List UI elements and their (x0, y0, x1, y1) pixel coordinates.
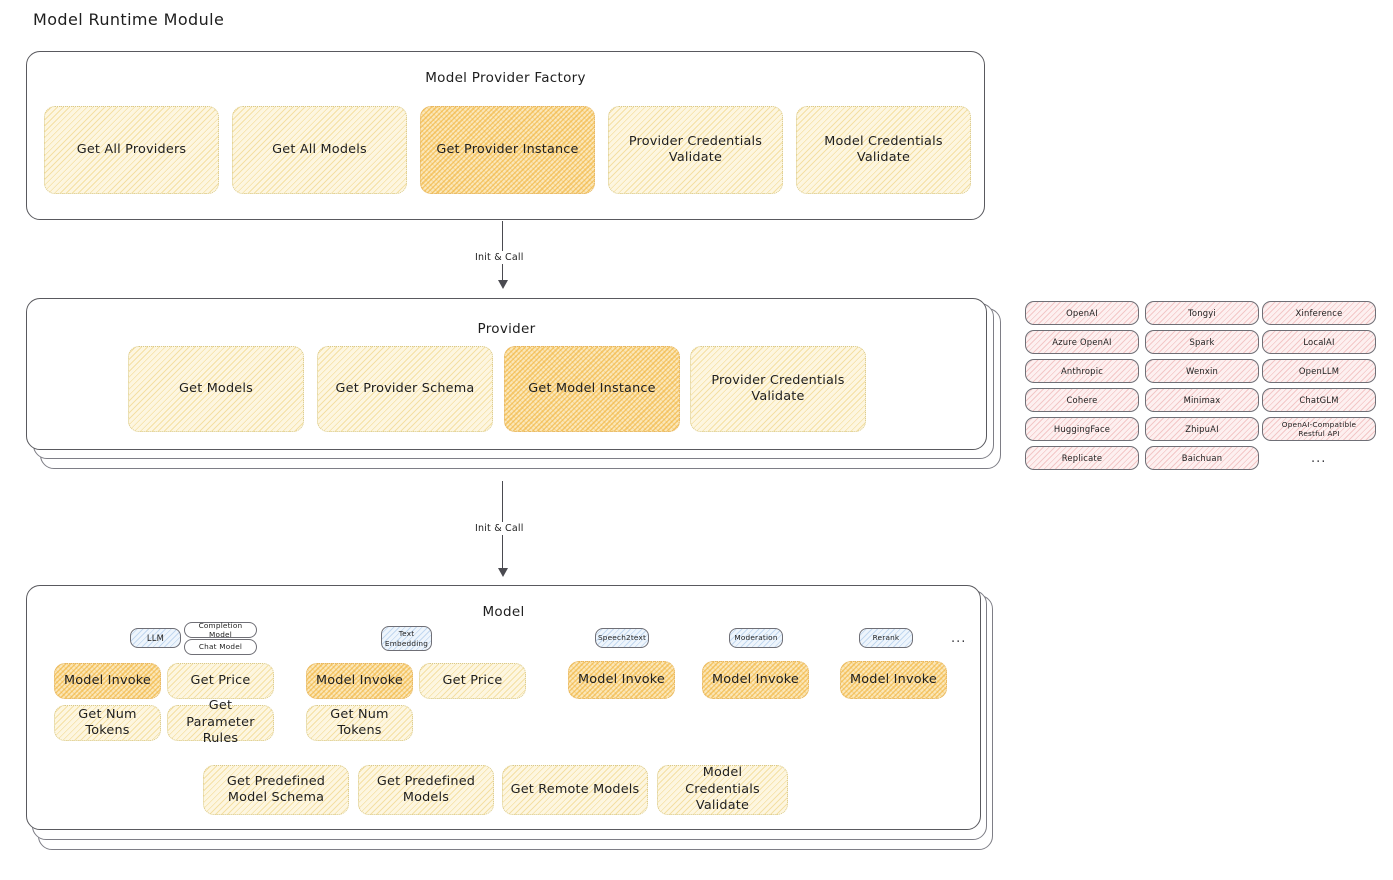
provider-tag-huggingface[interactable]: HuggingFace (1025, 417, 1139, 441)
model-sub-badge-completion-model[interactable]: Completion Model (184, 621, 257, 639)
provider-tag-cohere[interactable]: Cohere (1025, 388, 1139, 412)
model-method-text-embedding-get-num-tokens[interactable]: Get Num Tokens (306, 705, 413, 741)
arrow-factory-to-provider-head (498, 280, 508, 289)
provider-tag-localai[interactable]: LocalAI (1262, 330, 1376, 354)
provider-tag-spark[interactable]: Spark (1145, 330, 1259, 354)
factory-node-model-credentials-validate[interactable]: Model Credentials Validate (796, 106, 971, 194)
model-method-llm-get-num-tokens[interactable]: Get Num Tokens (54, 705, 161, 741)
provider-tag-openai[interactable]: OpenAI (1025, 301, 1139, 325)
factory-node-get-all-providers[interactable]: Get All Providers (44, 106, 219, 194)
model-sub-badge-chat-model[interactable]: Chat Model (184, 639, 257, 655)
provider-tag-minimax[interactable]: Minimax (1145, 388, 1259, 412)
provider-tag-zhipuai[interactable]: ZhipuAI (1145, 417, 1259, 441)
model-types-more-ellipsis: ... (951, 631, 967, 646)
model-method-llm-get-parameter-rules[interactable]: Get Parameter Rules (167, 698, 274, 746)
provider-tag-azure-openai[interactable]: Azure OpenAI (1025, 330, 1139, 354)
model-method-rerank-model-invoke[interactable]: Model Invoke (840, 661, 947, 699)
provider-node-get-model-instance[interactable]: Get Model Instance (504, 346, 680, 432)
model-method-llm-model-invoke[interactable]: Model Invoke (54, 663, 161, 699)
provider-tag-more-ellipsis: ... (1311, 451, 1327, 466)
provider-title: Provider (477, 321, 536, 337)
arrow-provider-to-model-head (498, 568, 508, 577)
factory-node-get-provider-instance[interactable]: Get Provider Instance (420, 106, 595, 194)
page-title: Model Runtime Module (33, 10, 225, 29)
provider-node-provider-credentials-validate[interactable]: Provider Credentials Validate (690, 346, 866, 432)
provider-tag-xinference[interactable]: Xinference (1262, 301, 1376, 325)
model-method-speech2text-model-invoke[interactable]: Model Invoke (568, 661, 675, 699)
factory-node-provider-credentials-validate[interactable]: Provider Credentials Validate (608, 106, 783, 194)
provider-node-get-provider-schema[interactable]: Get Provider Schema (317, 346, 493, 432)
model-method-text-embedding-model-invoke[interactable]: Model Invoke (306, 663, 413, 699)
provider-tag-openllm[interactable]: OpenLLM (1262, 359, 1376, 383)
model-method-moderation-model-invoke[interactable]: Model Invoke (702, 661, 809, 699)
provider-node-get-models[interactable]: Get Models (128, 346, 304, 432)
model-method-llm-get-price[interactable]: Get Price (167, 663, 274, 699)
model-type-badge-speech2text[interactable]: Speech2text (595, 628, 649, 648)
provider-tag-wenxin[interactable]: Wenxin (1145, 359, 1259, 383)
provider-tag-tongyi[interactable]: Tongyi (1145, 301, 1259, 325)
provider-tag-anthropic[interactable]: Anthropic (1025, 359, 1139, 383)
provider-tag-openai-compatible-restful-api[interactable]: OpenAI-Compatible Restful API (1262, 417, 1376, 441)
model-type-badge-text-embedding[interactable]: Text Embedding (381, 626, 432, 651)
model-title: Model (482, 604, 525, 620)
provider-tag-baichuan[interactable]: Baichuan (1145, 446, 1259, 470)
model-type-badge-llm[interactable]: LLM (130, 628, 181, 648)
model-common-model-credentials-validate[interactable]: Model Credentials Validate (657, 765, 788, 815)
factory-node-get-all-models[interactable]: Get All Models (232, 106, 407, 194)
model-type-badge-rerank[interactable]: Rerank (859, 628, 913, 648)
model-provider-factory-title: Model Provider Factory (425, 70, 586, 86)
model-type-badge-moderation[interactable]: Moderation (729, 628, 783, 648)
provider-tag-replicate[interactable]: Replicate (1025, 446, 1139, 470)
arrow-provider-to-model-label: Init & Call (471, 522, 528, 535)
provider-tag-chatglm[interactable]: ChatGLM (1262, 388, 1376, 412)
arrow-factory-to-provider-label: Init & Call (471, 251, 528, 264)
model-common-get-predefined-models[interactable]: Get Predefined Models (358, 765, 494, 815)
model-common-get-predefined-model-schema[interactable]: Get Predefined Model Schema (203, 765, 349, 815)
model-common-get-remote-models[interactable]: Get Remote Models (502, 765, 648, 815)
model-method-text-embedding-get-price[interactable]: Get Price (419, 663, 526, 699)
